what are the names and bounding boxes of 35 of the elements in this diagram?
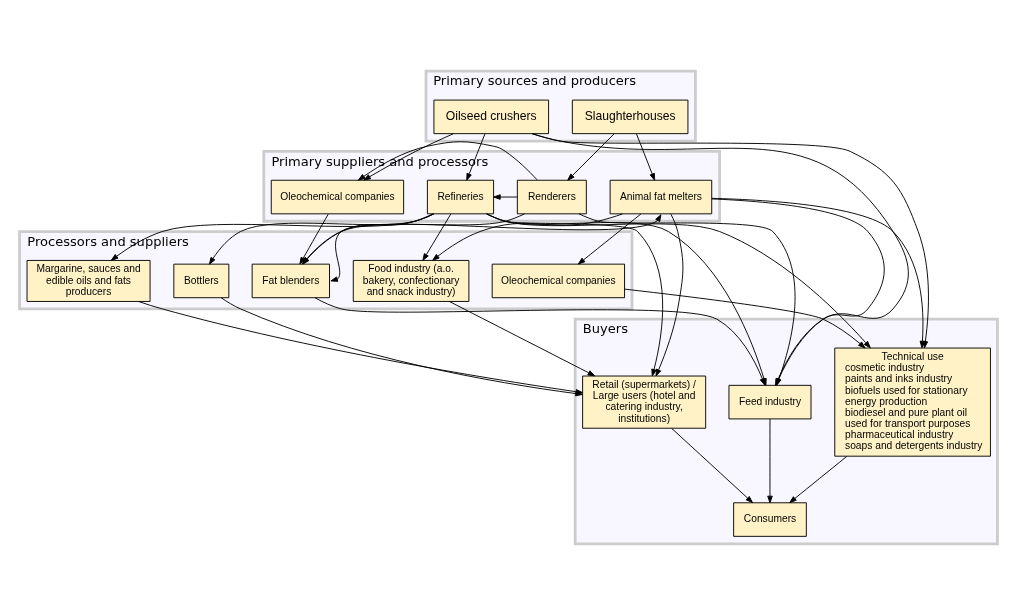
- arrow: [624, 288, 866, 348]
- arrow: [357, 140, 538, 181]
- node-box: Renderers: [516, 179, 587, 214]
- node-box: Consumers: [733, 501, 807, 537]
- arrow: [789, 455, 848, 503]
- arrow: [466, 133, 486, 181]
- node-box: Retail (supermarkets) / Large users (hotel and catering industry, institutions): [582, 375, 707, 429]
- arrow: [767, 418, 773, 503]
- arrow: [110, 212, 435, 261]
- node-box: Slaughterhouses: [571, 99, 689, 134]
- node-box: Technical use cosmetic industry paints and inks industry biofuels used for stationary energy production biodiesel and pure plant oil used for transport purposes pharmaceutical industry soaps and detergents industry: [834, 347, 991, 457]
- arrow: [671, 427, 753, 503]
- node-box: Oleochemical companies: [270, 179, 405, 214]
- arrow: [711, 197, 926, 348]
- node-box: Oilseed crushers: [433, 99, 550, 134]
- arrow: [486, 212, 664, 376]
- node-box: Food industry (a.o. bakery, confectionary and snack industry): [352, 259, 470, 302]
- arrow: [486, 212, 871, 348]
- arrow: [363, 132, 454, 181]
- arrow: [422, 213, 452, 261]
- node-box: Feed industry: [728, 384, 812, 419]
- node-box: Bottlers: [173, 263, 230, 298]
- arrow: [432, 212, 623, 261]
- node-box: Oleochemical companies: [491, 263, 626, 298]
- node-box: Refineries: [426, 179, 495, 214]
- arrow: [449, 300, 596, 376]
- arrow: [567, 133, 615, 181]
- node-box: Fat blenders: [251, 263, 330, 298]
- arrow: [493, 193, 518, 200]
- arrow: [330, 213, 662, 282]
- node-box: Margarine, sauces and edible oils and fats producers: [26, 259, 151, 302]
- arrow: [655, 213, 684, 376]
- node-box: Animal fat melters: [609, 179, 713, 214]
- arrow: [636, 133, 656, 181]
- arrow: [577, 213, 642, 264]
